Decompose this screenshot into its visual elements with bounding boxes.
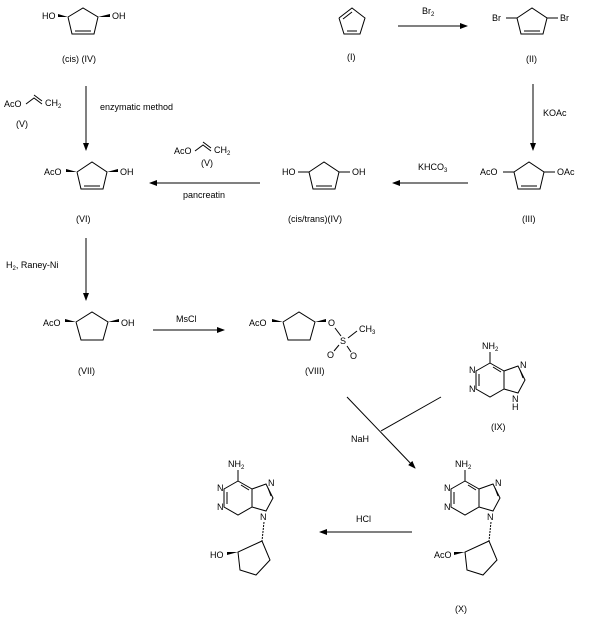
ch2-label: CH2 [45, 98, 62, 110]
atom-n: N [444, 502, 451, 512]
compound-viii: AcO O S CH3 O O (VIII) [249, 311, 376, 376]
compound-label: (III) [522, 214, 536, 224]
substituent-ho: HO [210, 550, 224, 560]
compound-label: (VI) [76, 214, 91, 224]
compound-label: (I) [347, 52, 356, 62]
reagent-nah: NaH [351, 434, 369, 444]
reagent-mscl: MsCl [176, 314, 197, 324]
reagent-pancreatin: pancreatin [183, 190, 225, 200]
reagent-br2: Br2 [422, 6, 435, 18]
reagent-h2-raney: H2, Raney-Ni [6, 260, 58, 272]
atom-n: N [217, 483, 224, 493]
compound-ix-adenine: NH2 N N N N H (IX) [469, 341, 527, 432]
nh2-label: NH2 [482, 341, 499, 353]
ch2-label: CH2 [214, 145, 231, 157]
reagent-khco3: KHCO3 [418, 162, 448, 174]
substituent-br: Br [492, 13, 501, 23]
wedge-bond [107, 169, 118, 172]
atom-n: N [217, 502, 224, 512]
wedge-bond [65, 319, 76, 322]
acetoxy-label: AcO [4, 99, 22, 109]
substituent-aco: AcO [480, 167, 498, 177]
reaction-arrow [346, 396, 416, 469]
substituent-aco: AcO [249, 318, 267, 328]
wedge-bond [272, 319, 283, 322]
substituent-ho: HO [42, 11, 56, 21]
wedge-bond [108, 319, 119, 322]
atom-s: S [340, 336, 346, 346]
nh2-label: NH2 [455, 459, 472, 471]
wedge-bond [454, 552, 465, 555]
compound-label: (V) [16, 119, 28, 129]
compound-label: (VIII) [305, 366, 325, 376]
substituent-oh: OH [121, 318, 135, 328]
substituent-br: Br [560, 13, 569, 23]
atom-n: N [495, 478, 502, 488]
compound-v-vinyl-acetate: AcO CH2 (V) [4, 94, 62, 129]
atom-o: O [327, 350, 334, 360]
atom-n: N [260, 512, 267, 522]
compound-vi: AcO OH (VI) [44, 161, 134, 224]
compound-label: (V) [201, 158, 213, 168]
substituent-oh: OH [120, 167, 134, 177]
compound-vii: AcO OH (VII) [43, 311, 135, 376]
atom-n: N [469, 365, 476, 375]
substituent-aco: AcO [44, 167, 62, 177]
wedge-bond [227, 552, 238, 555]
ch3-label: CH3 [359, 324, 376, 336]
acetoxy-label: AcO [174, 146, 192, 156]
wedge-bond [98, 14, 110, 17]
compound-v-vinyl-acetate: AcO CH2 (V) [174, 141, 231, 168]
compound-label: (II) [526, 54, 537, 64]
atom-n: N [487, 512, 494, 522]
reagent-enzymatic: enzymatic method [100, 102, 173, 112]
compound-i: (I) [338, 7, 366, 62]
atom-o: O [328, 318, 335, 328]
wedge-bond [315, 319, 326, 322]
atom-n: N [512, 394, 519, 404]
atom-n: N [520, 360, 527, 370]
wedge-bond [66, 169, 77, 172]
wedge-bond [58, 14, 68, 17]
compound-product: NH2 N N N N HO [210, 459, 275, 576]
compound-label: (IX) [491, 422, 506, 432]
substituent-oac: OAc [557, 167, 575, 177]
compound-label: (cis) (IV) [62, 54, 96, 64]
atom-n: N [469, 384, 476, 394]
compound-cis-trans-iv: HO OH (cis/trans)(IV) [282, 161, 366, 224]
substituent-oh: OH [352, 167, 366, 177]
substituent-oh: OH [112, 11, 126, 21]
compound-ii: Br Br (II) [492, 7, 569, 64]
compound-label: (X) [455, 604, 467, 614]
atom-n: N [444, 483, 451, 493]
atom-o: O [350, 351, 357, 361]
compound-x: NH2 N N N N AcO (X) [434, 459, 502, 614]
nh2-label: NH2 [228, 459, 245, 471]
substituent-aco: AcO [434, 550, 452, 560]
compound-iii: AcO OAc (III) [480, 161, 575, 224]
compound-label: (cis/trans)(IV) [288, 214, 342, 224]
compound-label: (VII) [78, 366, 95, 376]
atom-h: H [512, 402, 519, 412]
reactant-join-line [380, 396, 442, 432]
substituent-aco: AcO [43, 318, 61, 328]
reagent-koac: KOAc [543, 108, 567, 118]
compound-cis-iv: HO OH (cis) (IV) [42, 7, 126, 64]
atom-n: N [268, 478, 275, 488]
reagent-hcl: HCl [356, 514, 371, 524]
substituent-ho: HO [282, 167, 296, 177]
